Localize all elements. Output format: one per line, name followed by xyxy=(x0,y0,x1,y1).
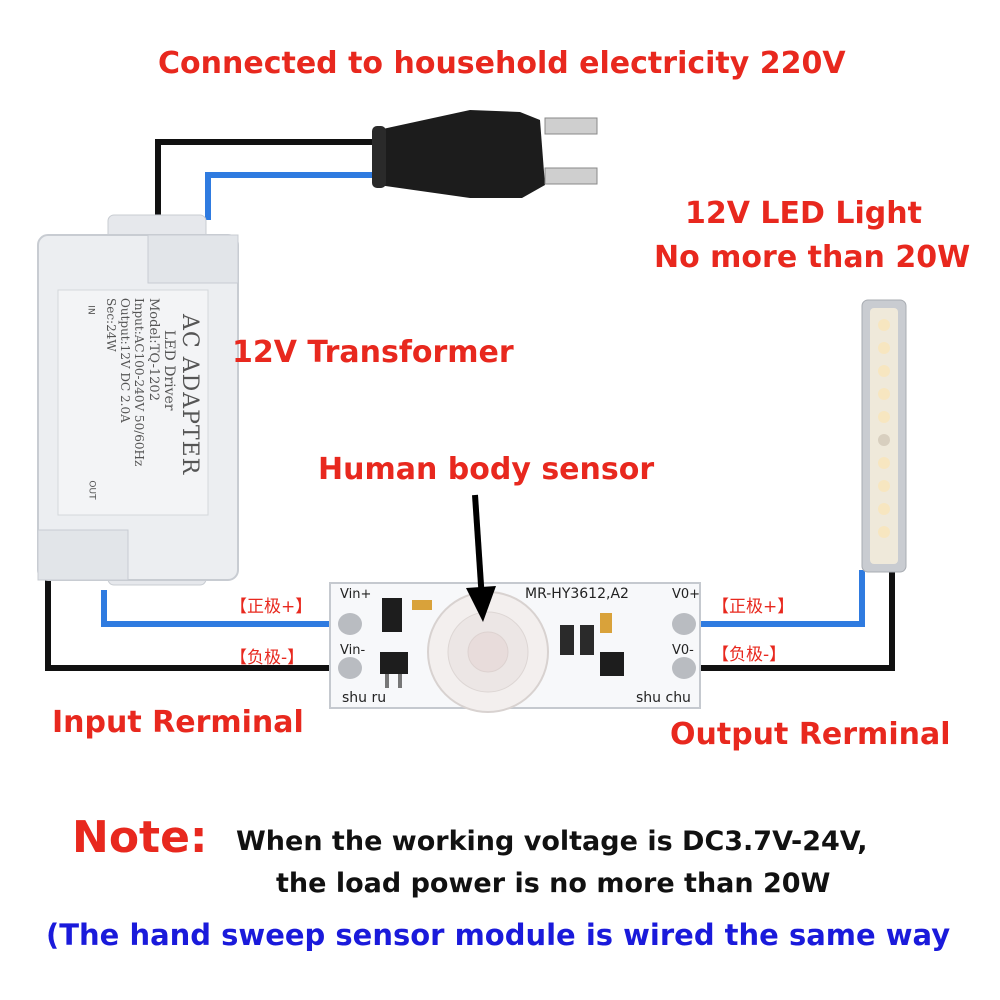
note-heading: Note: xyxy=(72,812,208,863)
input-negative-label: 【负极-】 xyxy=(230,648,305,668)
adapter-in-mark: IN xyxy=(85,305,96,315)
note-line-2: the load power is no more than 20W xyxy=(276,868,831,899)
adapter-sec: Sec:24W xyxy=(104,298,118,352)
adapter-output: Output:12V DC 2.0A xyxy=(118,298,132,423)
led-power-label: No more than 20W xyxy=(654,240,971,275)
board-vin-neg: Vin- xyxy=(340,643,366,658)
board-shuru: shu ru xyxy=(342,690,387,706)
adapter-input: Input:AC100-240V 50/60Hz xyxy=(132,298,146,467)
adapter-label: AC ADAPTER LED Driver Model:TQ-1202 Inpu… xyxy=(58,290,208,515)
led-light-label: 12V LED Light xyxy=(685,196,922,231)
adapter-subtitle: LED Driver xyxy=(161,330,177,411)
adapter-out-mark: OUT xyxy=(86,480,97,500)
note-line-1: When the working voltage is DC3.7V-24V, xyxy=(236,826,868,857)
board-vo-pos: V0+ xyxy=(672,587,701,602)
ac-adapter xyxy=(37,214,239,586)
sensor-label: Human body sensor xyxy=(318,452,655,487)
output-negative-label: 【负极-】 xyxy=(712,645,787,665)
board-model: MR-HY3612,A2 xyxy=(525,586,629,602)
led-light-bar xyxy=(861,299,907,573)
note-line-3: (The hand sweep sensor module is wired t… xyxy=(46,918,951,952)
input-terminal-label: Input Rerminal xyxy=(52,705,304,740)
input-positive-label: 【正极+】 xyxy=(230,597,313,617)
board-vin-pos: Vin+ xyxy=(340,587,372,602)
power-plug xyxy=(372,110,598,198)
board-vo-neg: V0- xyxy=(672,643,694,658)
board-shuchu: shu chu xyxy=(636,690,691,706)
adapter-title: AC ADAPTER xyxy=(177,314,202,476)
sensor-arrow xyxy=(466,494,496,622)
blue-wires xyxy=(101,172,865,627)
adapter-model: Model:TQ-1202 xyxy=(146,298,161,401)
sensor-board xyxy=(329,582,701,713)
output-terminal-label: Output Rerminal xyxy=(670,717,951,752)
transformer-label: 12V Transformer xyxy=(232,335,514,370)
output-positive-label: 【正极+】 xyxy=(712,597,795,617)
household-label: Connected to household electricity 220V xyxy=(158,46,846,81)
